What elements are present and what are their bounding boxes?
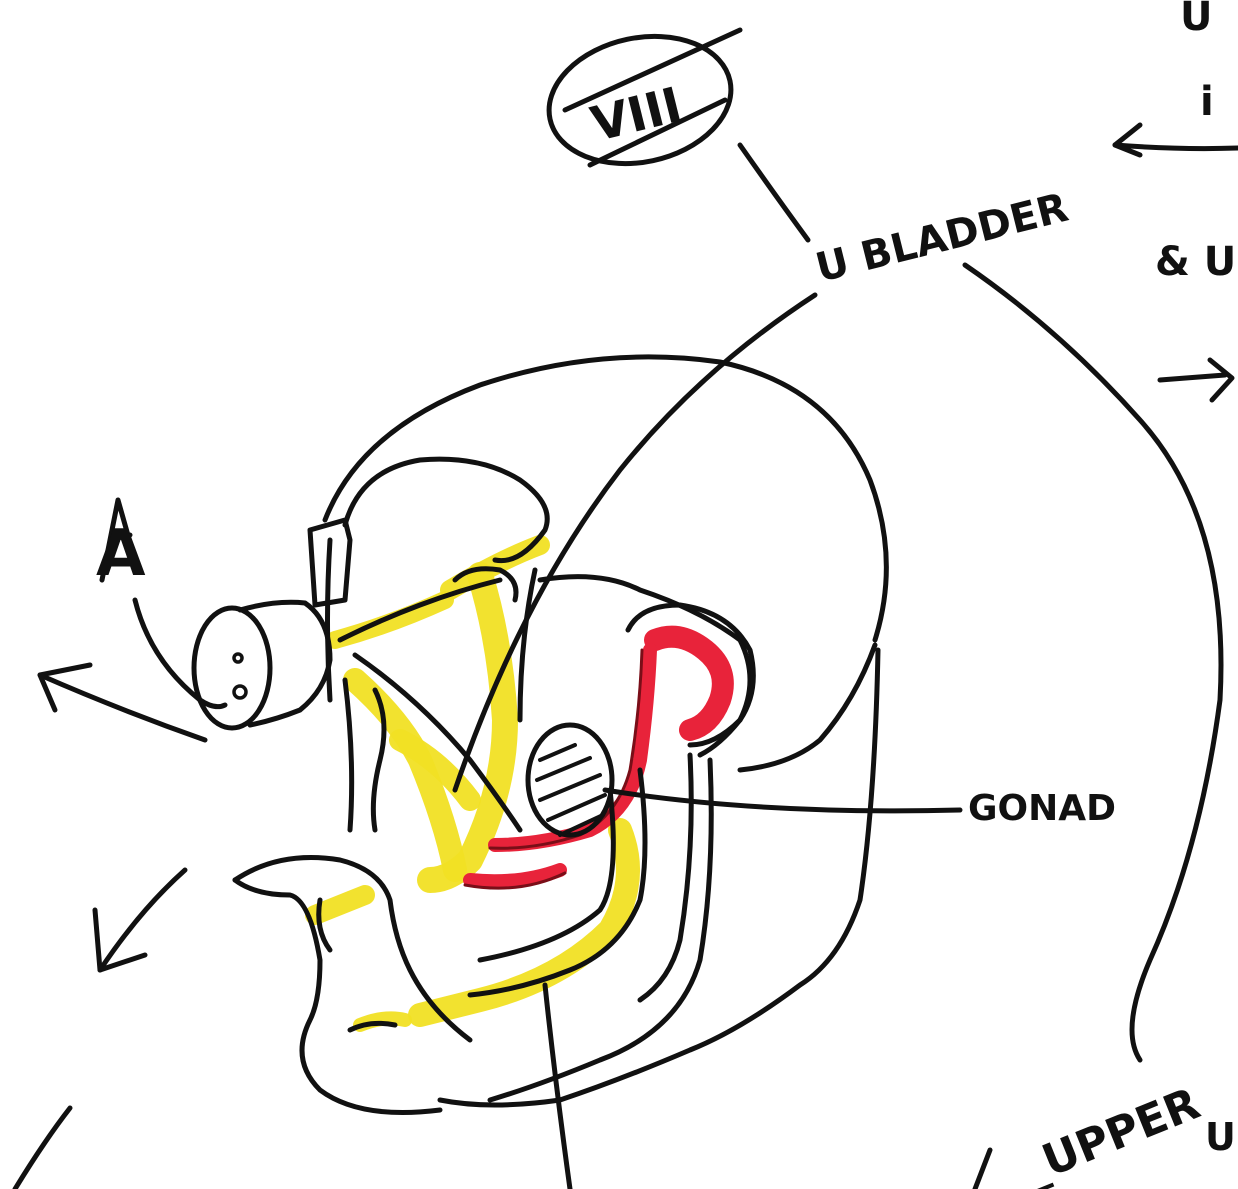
mid-right-label: & U	[1155, 239, 1236, 285]
anus-label: A	[96, 517, 146, 591]
gonad-label: GONAD	[968, 788, 1116, 829]
bottom-right-label-1: _UPPER	[1015, 1078, 1207, 1189]
bottom-right-label-2: U	[1205, 1115, 1236, 1159]
roman-numeral-label: VIII	[586, 77, 688, 153]
labels: VIII U BLADDER GONAD A U i & U _UPPER U	[96, 0, 1236, 1189]
top-right-label-1: U	[1180, 0, 1212, 40]
bladder-label: U BLADDER	[811, 185, 1072, 292]
top-right-label-2: i	[1200, 79, 1214, 125]
